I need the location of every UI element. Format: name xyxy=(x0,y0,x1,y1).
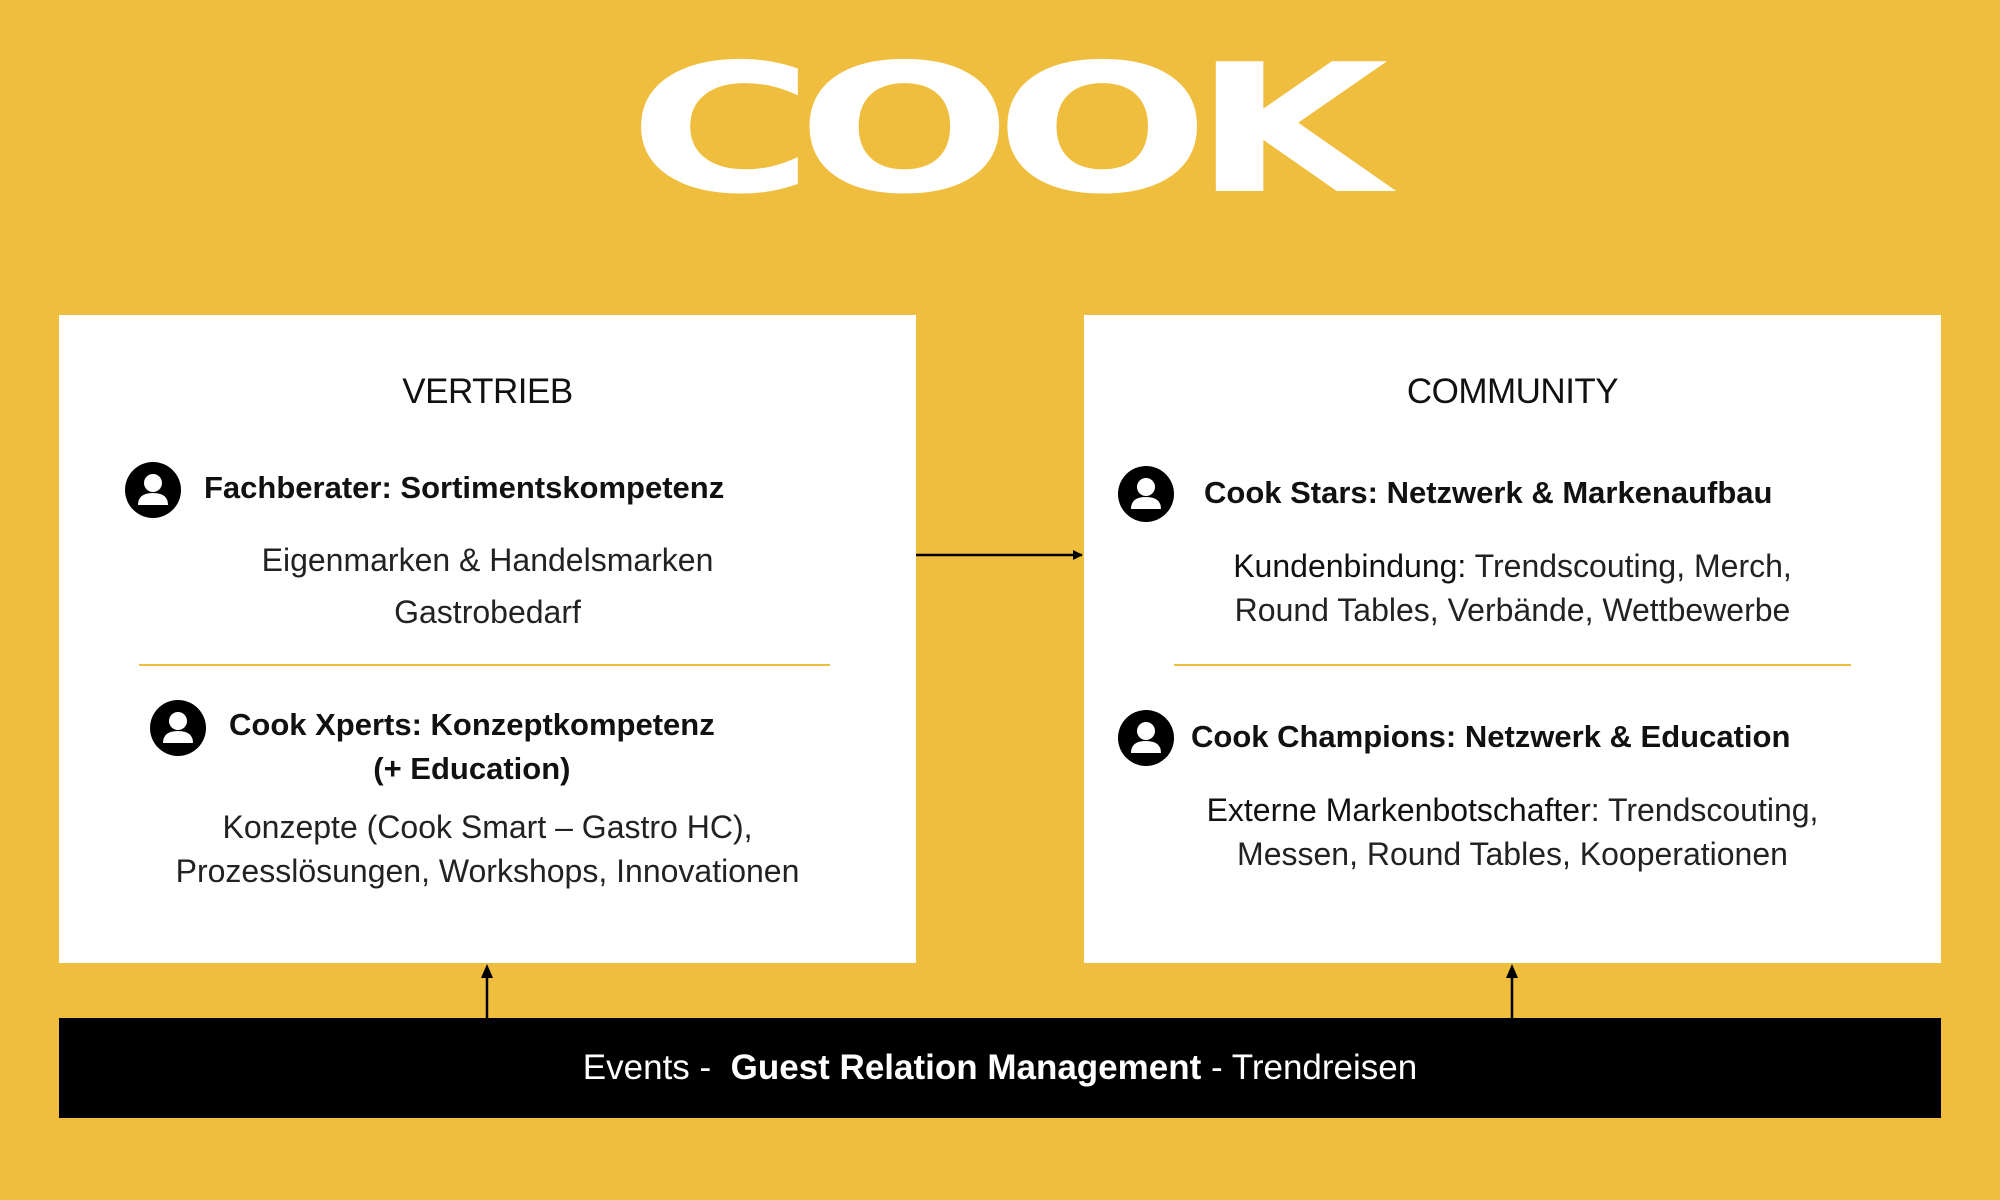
role-fachberater: Fachberater: Sortimentskompetenz xyxy=(125,462,724,518)
cook-logo: COOK xyxy=(628,26,1389,233)
cook-champions-line-1-rest: : Trendscouting, xyxy=(1590,792,1819,828)
community-divider xyxy=(1174,664,1851,666)
community-title: COMMUNITY xyxy=(1406,372,1619,411)
cook-champions-line-1: Externe Markenbotschafter: Trendscouting… xyxy=(1084,788,1941,832)
cook-champions-line-2: Messen, Round Tables, Kooperationen xyxy=(1237,836,1788,872)
vertrieb-panel: VERTRIEB Fachberater: Sortimentskompeten… xyxy=(59,315,916,963)
guest-relation-bar: Events - Guest Relation Management - Tre… xyxy=(59,1018,1941,1118)
community-panel: COMMUNITY Cook Stars: Netzwerk & Markena… xyxy=(1084,315,1941,963)
role-cook-xperts: Cook Xperts: Konzeptkompetenz (+ Educati… xyxy=(150,700,715,791)
fachberater-line-2: Gastrobedarf xyxy=(394,594,581,630)
fachberater-description: Eigenmarken & Handelsmarken Gastrobedarf xyxy=(59,537,916,635)
cook-stars-heading: Cook Stars: Netzwerk & Markenaufbau xyxy=(1204,475,1773,510)
cook-stars-line-1-rest: Trendscouting, Merch, xyxy=(1466,548,1792,584)
cook-stars-lead: Kundenbindung: xyxy=(1233,548,1467,584)
bar-trendreisen-label: - Trendreisen xyxy=(1201,1048,1418,1087)
cook-xperts-line-2: Prozesslösungen, Workshops, Innovationen xyxy=(175,853,800,889)
cook-xperts-line-1: Konzepte (Cook Smart – Gastro HC), xyxy=(222,809,753,845)
person-icon xyxy=(1118,710,1174,766)
role-cook-stars: Cook Stars: Netzwerk & Markenaufbau xyxy=(1118,466,1772,522)
cook-stars-line-2: Round Tables, Verbände, Wettbewerbe xyxy=(1234,592,1791,628)
cook-champions-description: Externe Markenbotschafter: Trendscouting… xyxy=(1084,788,1941,876)
person-icon xyxy=(1118,466,1174,522)
cook-stars-line-1: Kundenbindung: Trendscouting, Merch, xyxy=(1084,544,1941,588)
cook-xperts-description: Konzepte (Cook Smart – Gastro HC), Proze… xyxy=(59,805,916,893)
cook-xperts-subheading: (+ Education) xyxy=(373,751,571,786)
bar-guest-relation-label: Guest Relation Management xyxy=(730,1048,1202,1087)
arrowhead-bar-to-vertrieb xyxy=(481,964,493,978)
fachberater-heading: Fachberater: Sortimentskompetenz xyxy=(204,470,725,505)
vertrieb-title: VERTRIEB xyxy=(402,372,573,411)
vertrieb-divider xyxy=(139,664,830,666)
cook-stars-description: Kundenbindung: Trendscouting, Merch, Rou… xyxy=(1084,544,1941,632)
cook-xperts-heading: Cook Xperts: Konzeptkompetenz xyxy=(229,707,715,742)
fachberater-line-1: Eigenmarken & Handelsmarken xyxy=(261,542,714,578)
role-cook-champions: Cook Champions: Netzwerk & Education xyxy=(1118,710,1790,766)
cook-champions-lead: Externe Markenbotschafter xyxy=(1206,792,1591,828)
cook-champions-heading: Cook Champions: Netzwerk & Education xyxy=(1191,719,1791,754)
person-icon xyxy=(125,462,181,518)
arrowhead-bar-to-community xyxy=(1506,964,1518,978)
bar-events-label: Events - xyxy=(582,1048,731,1087)
person-icon xyxy=(150,700,206,756)
